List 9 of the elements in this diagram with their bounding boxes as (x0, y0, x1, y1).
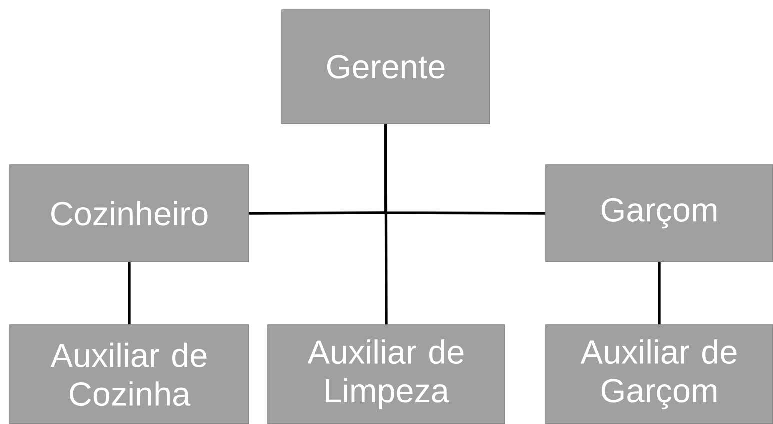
org-box: Auxiliar de Garçom (546, 324, 773, 424)
connector-line (384, 124, 388, 325)
org-box: Cozinheiro (10, 164, 250, 262)
org-box: Auxiliar de Limpeza (268, 324, 506, 424)
connector-line (658, 262, 661, 325)
org-box: Garçom (546, 164, 773, 262)
org-box: Auxiliar de Cozinha (10, 324, 250, 424)
connector-line (128, 262, 131, 325)
org-box: Gerente (282, 10, 490, 124)
